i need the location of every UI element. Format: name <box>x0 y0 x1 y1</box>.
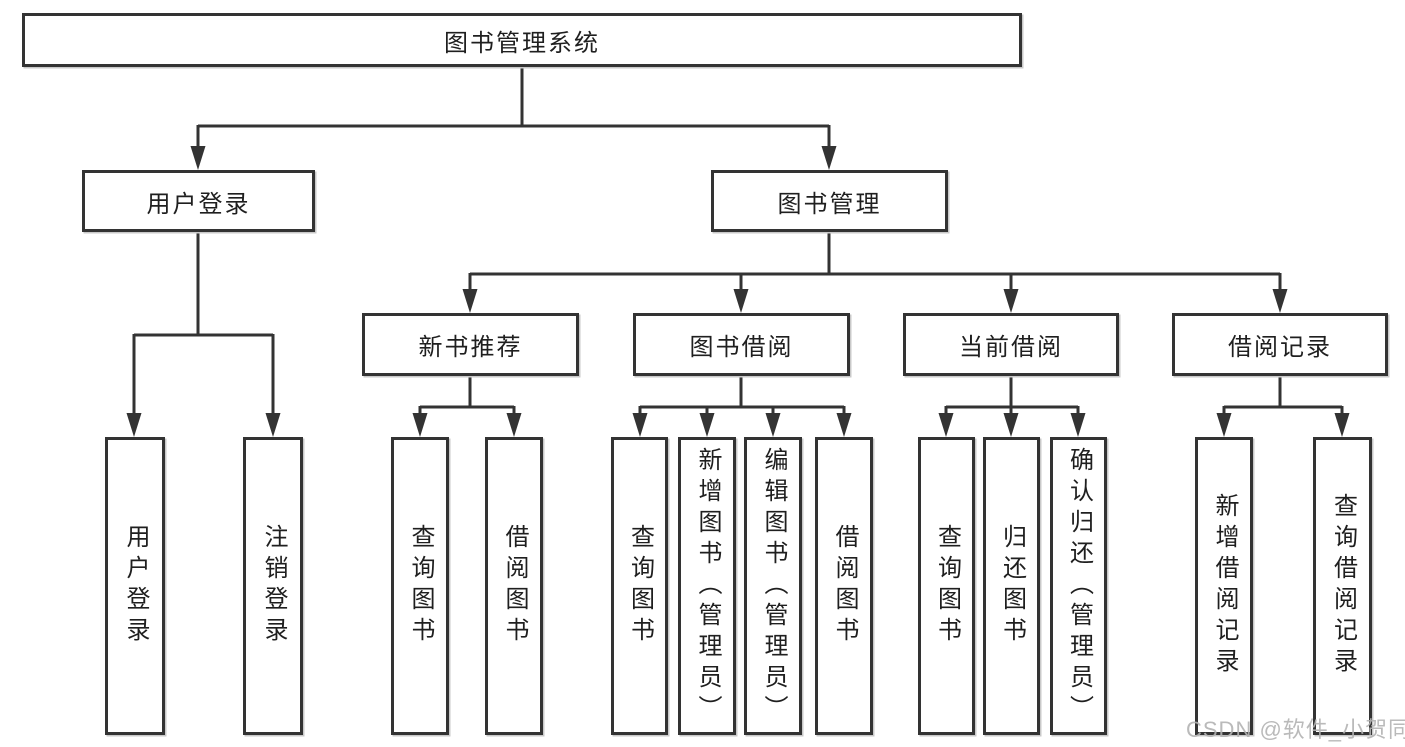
node-borrow-record-label: 借阅记录 <box>1228 334 1332 361</box>
leaf-user-login: 用户登录 <box>105 437 165 735</box>
arrow-to-borrow-borrow <box>836 413 852 437</box>
connector-borrow-to-leaves <box>638 376 846 419</box>
connector-userlogin-to-leaves <box>132 232 275 419</box>
leaf-user-login-label: 用户登录 <box>122 524 149 648</box>
connector-recommend-to-leaves <box>418 376 516 419</box>
arrow-to-new-book-recommend <box>462 289 478 313</box>
leaf-borrow-borrow-book-label: 借阅图书 <box>831 524 858 648</box>
connector-record-to-leaves <box>1222 376 1344 419</box>
leaf-recommend-borrow-book-label: 借阅图书 <box>501 524 528 648</box>
leaf-recommend-query-book: 查询图书 <box>391 437 449 735</box>
leaf-recommend-borrow-book: 借阅图书 <box>485 437 543 735</box>
leaf-recommend-query-book-label: 查询图书 <box>407 524 434 648</box>
leaf-current-confirm-return-label: 确认归还（管理员） <box>1065 446 1093 726</box>
leaf-logout-label: 注销登录 <box>260 524 287 648</box>
node-book-management-label: 图书管理 <box>777 190 882 218</box>
node-root-system: 图书管理系统 <box>22 13 1022 67</box>
leaf-record-add-label: 新增借阅记录 <box>1211 493 1238 679</box>
leaf-current-query-book: 查询图书 <box>918 437 975 735</box>
node-current-borrow: 当前借阅 <box>903 313 1119 376</box>
leaf-borrow-query-book: 查询图书 <box>611 437 668 735</box>
arrow-to-book-management <box>821 146 837 170</box>
arrow-to-borrow-query <box>632 413 648 437</box>
arrow-to-leaf-login <box>126 413 142 437</box>
leaf-borrow-add-book: 新增图书（管理员） <box>678 437 736 735</box>
connector-root-to-level2 <box>196 67 831 152</box>
node-user-login: 用户登录 <box>82 170 315 232</box>
leaf-borrow-query-book-label: 查询图书 <box>626 524 654 648</box>
node-user-login-label: 用户登录 <box>146 190 251 218</box>
arrow-to-leaf-logout <box>265 413 281 437</box>
leaf-current-confirm-return: 确认归还（管理员） <box>1050 437 1107 735</box>
connector-current-to-leaves <box>944 376 1080 419</box>
arrow-to-recommend-query <box>412 413 428 437</box>
arrow-to-current-confirm <box>1070 413 1086 437</box>
csdn-watermark: CSDN @软件_小贺同学 <box>1186 717 1405 742</box>
arrowheads <box>126 146 1350 437</box>
node-root-system-label: 图书管理系统 <box>444 29 600 57</box>
arrow-to-record-add <box>1216 413 1232 437</box>
arrow-to-user-login <box>190 146 206 170</box>
arrow-to-book-borrow <box>733 289 749 313</box>
leaf-record-query-label: 查询借阅记录 <box>1329 493 1357 679</box>
connector-bookmgmt-to-level3 <box>468 232 1282 295</box>
arrow-to-borrow-edit <box>765 413 781 437</box>
leaf-record-add: 新增借阅记录 <box>1195 437 1253 735</box>
arrow-to-borrow-record <box>1272 289 1288 313</box>
arrow-to-borrow-add <box>699 413 715 437</box>
arrow-to-record-query <box>1334 413 1350 437</box>
arrow-to-current-query <box>938 413 954 437</box>
node-new-book-recommend-label: 新书推荐 <box>418 334 523 361</box>
node-borrow-record: 借阅记录 <box>1172 313 1388 376</box>
leaf-borrow-add-book-label: 新增图书（管理员） <box>694 446 721 726</box>
leaf-current-return-book-label: 归还图书 <box>998 524 1026 648</box>
node-new-book-recommend: 新书推荐 <box>362 313 579 376</box>
leaf-borrow-borrow-book: 借阅图书 <box>815 437 873 735</box>
arrow-to-current-borrow <box>1003 289 1019 313</box>
leaf-borrow-edit-book-label: 编辑图书（管理员） <box>760 446 787 726</box>
arrow-to-current-return <box>1003 413 1019 437</box>
leaf-borrow-edit-book: 编辑图书（管理员） <box>744 437 802 735</box>
leaf-current-query-book-label: 查询图书 <box>933 524 961 648</box>
arrow-to-recommend-borrow <box>506 413 522 437</box>
leaf-current-return-book: 归还图书 <box>983 437 1040 735</box>
node-book-borrow: 图书借阅 <box>633 313 850 376</box>
node-book-borrow-label: 图书借阅 <box>689 334 794 361</box>
leaf-record-query: 查询借阅记录 <box>1313 437 1372 735</box>
node-book-management: 图书管理 <box>711 170 948 232</box>
node-current-borrow-label: 当前借阅 <box>959 334 1063 361</box>
leaf-logout: 注销登录 <box>243 437 303 735</box>
